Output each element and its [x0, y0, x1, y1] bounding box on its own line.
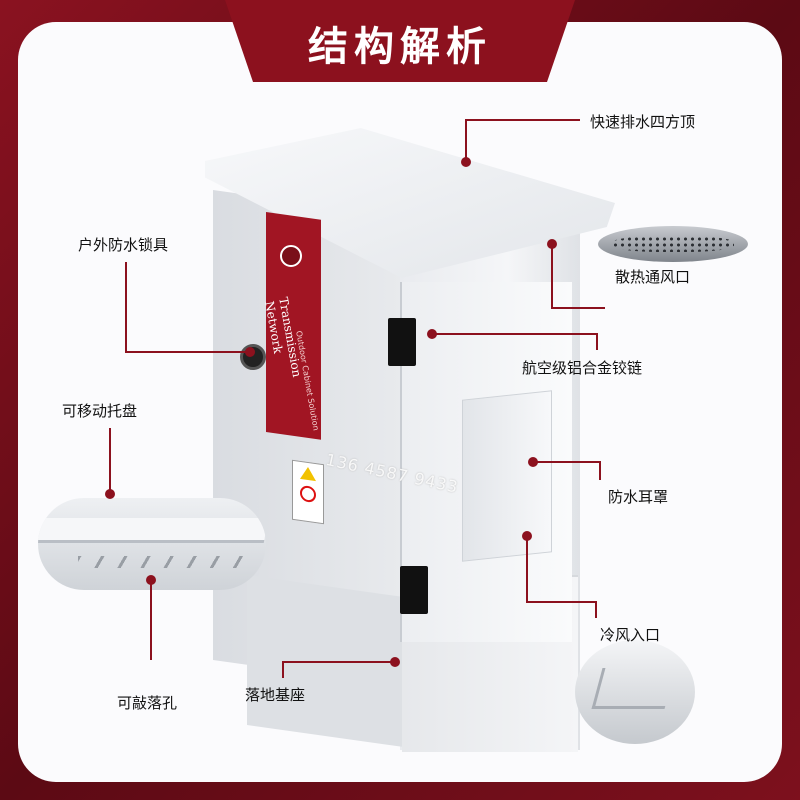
intake-closeup-image	[575, 640, 695, 744]
marker-vent	[547, 239, 557, 249]
knockout-holes-icon	[78, 556, 248, 568]
marker-base	[390, 657, 400, 667]
leader-intake	[526, 536, 597, 618]
label-intake: 冷风入口	[600, 626, 661, 644]
leader-lock	[125, 262, 250, 353]
title-tab	[225, 0, 575, 82]
hinge-bottom-icon	[400, 566, 428, 614]
page-title: 结构解析	[308, 23, 492, 70]
leader-roof	[465, 119, 580, 162]
marker-roof	[461, 157, 471, 167]
tray-closeup-image	[38, 498, 266, 590]
label-lock: 户外防水锁具	[78, 236, 169, 254]
label-hinge: 航空级铝合金铰链	[522, 359, 643, 377]
leader-base	[282, 661, 395, 678]
label-tray: 可移动托盘	[62, 402, 138, 420]
brand-emblem-icon	[280, 245, 302, 267]
hinge-top-icon	[388, 318, 416, 366]
marker-tray	[105, 489, 115, 499]
label-roof: 快速排水四方顶	[590, 113, 696, 131]
marker-intake	[522, 531, 532, 541]
leader-hinge	[432, 333, 598, 350]
marker-hinge	[427, 329, 437, 339]
marker-knockout	[146, 575, 156, 585]
vent-holes-icon	[612, 236, 734, 252]
marker-lock	[245, 347, 255, 357]
label-knockout: 可敲落孔	[117, 694, 178, 712]
leader-vent	[551, 244, 605, 309]
label-vent: 散热通风口	[615, 268, 691, 286]
marker-hood	[528, 457, 538, 467]
leader-hood	[533, 461, 601, 480]
label-hood: 防水耳罩	[608, 488, 669, 506]
label-base: 落地基座	[245, 686, 306, 704]
